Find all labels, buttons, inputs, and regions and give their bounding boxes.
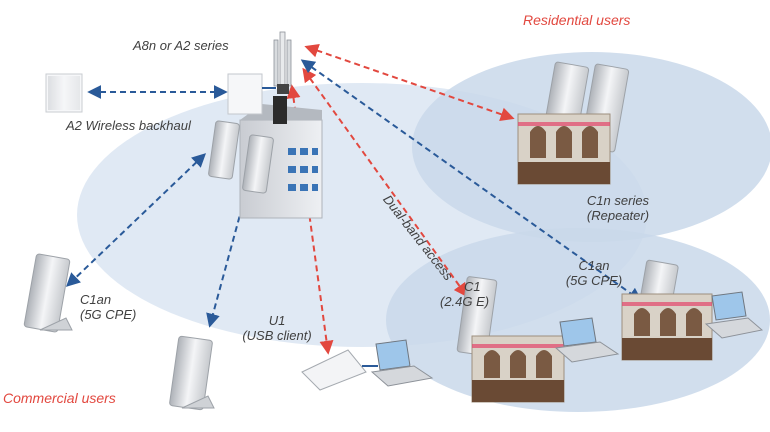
a2-rooftop-device — [227, 73, 276, 115]
c1an-right-line2: (5G CPE) — [565, 273, 623, 288]
c1an-right-line1: C1an — [578, 258, 610, 273]
u1-usb-client — [301, 349, 378, 391]
c1n-series-line1: C1n series — [586, 193, 650, 208]
residential-users-label: Residential users — [523, 12, 631, 28]
c1an-left-label: C1an (5G CPE) — [80, 292, 136, 322]
a2-backhaul-device — [45, 73, 83, 113]
c1an-building-cpe — [208, 120, 274, 194]
link-c1an-right — [300, 59, 643, 302]
c1an-left-cpe — [23, 253, 73, 333]
u1-label: U1 (USB client) — [232, 313, 322, 343]
u1-line2: (USB client) — [242, 328, 312, 343]
residential-house-top — [517, 113, 611, 185]
c1-line1: C1 — [464, 279, 481, 294]
a8n-series-label: A8n or A2 series — [133, 38, 229, 53]
a2-backhaul-label: A2 Wireless backhaul — [66, 118, 191, 133]
residential-house-c1 — [471, 335, 565, 403]
laptop-u1 — [370, 339, 434, 387]
c1n-series-line2: (Repeater) — [586, 208, 650, 223]
laptop-c1an — [704, 291, 764, 339]
c1n-series-label: C1n series (Repeater) — [578, 193, 658, 223]
commercial-cpe-bottom — [169, 335, 215, 411]
c1an-right-label: C1an (5G CPE) — [556, 258, 632, 288]
u1-line1: U1 — [268, 313, 286, 328]
laptop-c1 — [554, 317, 620, 363]
a8n-base-station — [273, 31, 292, 94]
c1an-left-line2: (5G CPE) — [80, 307, 137, 322]
commercial-users-label: Commercial users — [3, 390, 116, 406]
c1-line2: (2.4G E) — [440, 294, 490, 309]
link-c1an-left — [65, 153, 207, 287]
c1an-left-line1: C1an — [80, 292, 112, 307]
c1-label: C1 (2.4G E) — [440, 279, 489, 309]
residential-house-c1an — [621, 293, 713, 361]
